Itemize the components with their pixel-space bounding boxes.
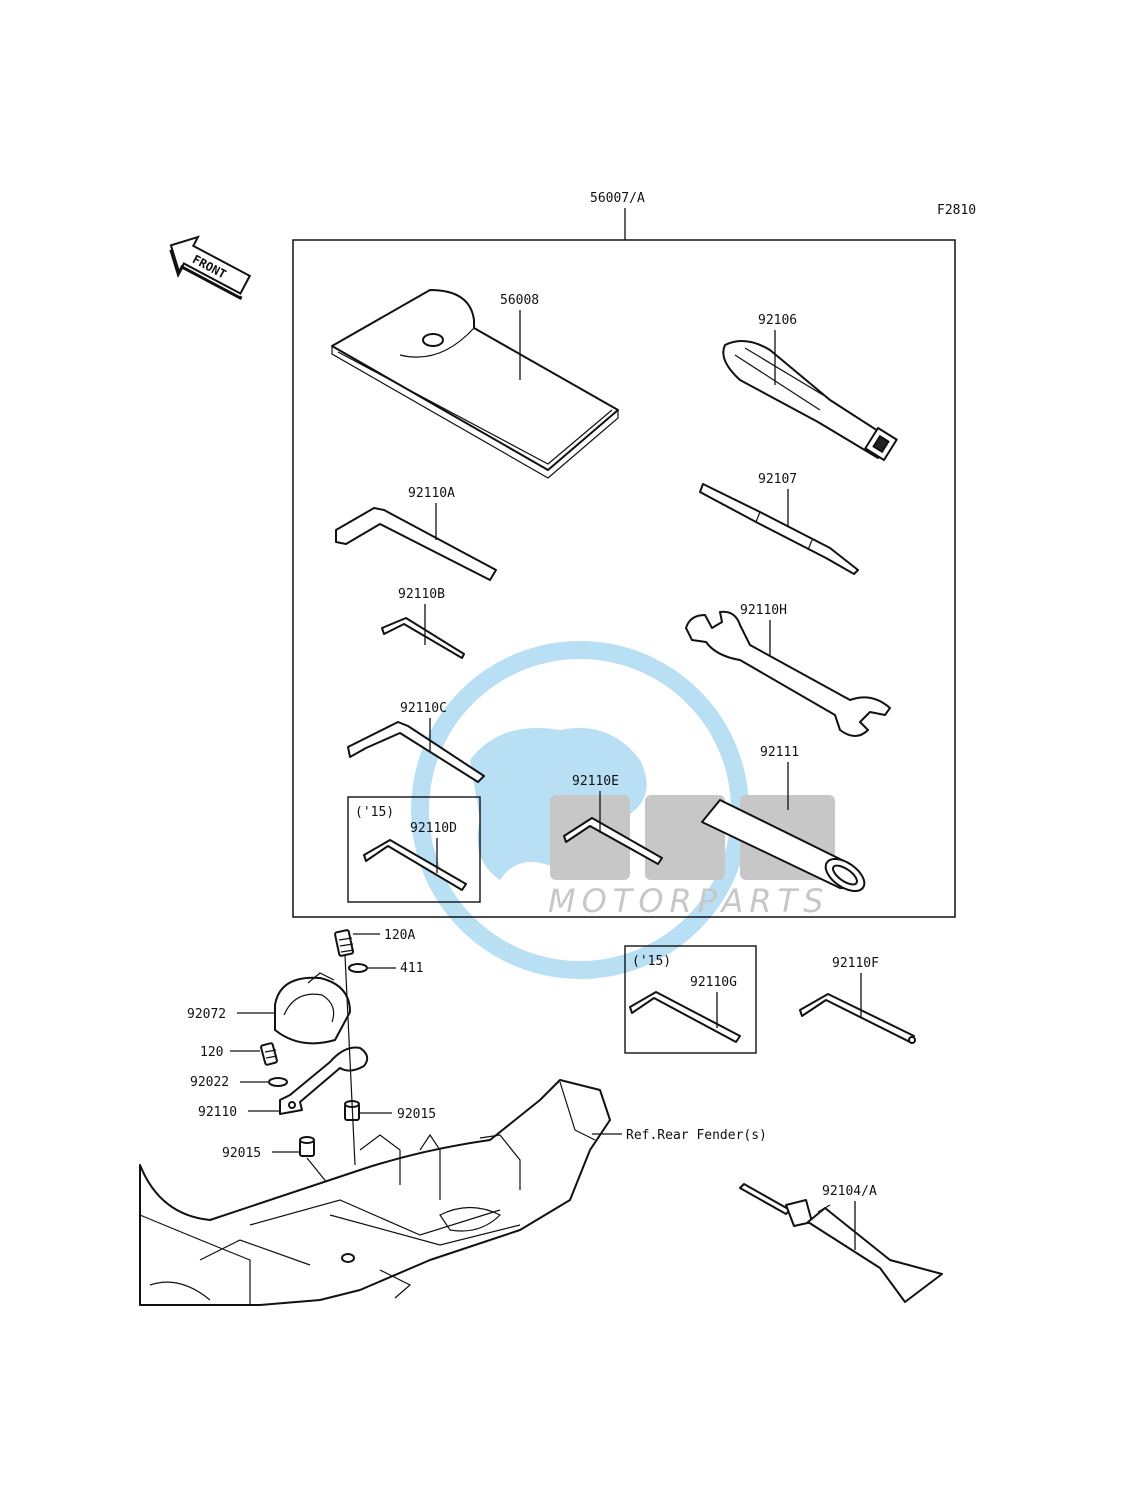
- tool-bag: [331, 289, 619, 479]
- collar-92015-left-icon: [299, 1136, 315, 1157]
- grease-tube: [739, 1183, 943, 1303]
- label-92072: 92072: [187, 1007, 226, 1022]
- figure-code: F2810: [937, 203, 976, 218]
- bolt-120-icon: [260, 1042, 278, 1066]
- variant-tag-1: ('15): [355, 805, 394, 820]
- label-92104A: 92104/A: [822, 1184, 877, 1199]
- label-92015-left: 92015: [222, 1146, 261, 1161]
- label-120: 120: [200, 1045, 223, 1060]
- label-120A: 120A: [384, 928, 415, 943]
- label-92110C: 92110C: [400, 701, 447, 716]
- label-92110H: 92110H: [740, 603, 787, 618]
- hex-wrench-f: [799, 993, 916, 1044]
- watermark: MOTORPARTS: [411, 641, 835, 979]
- washer-411-icon: [348, 963, 368, 973]
- label-92110F: 92110F: [832, 956, 879, 971]
- variant-box-2: [624, 945, 757, 1054]
- washer-92022-icon: [268, 1077, 288, 1087]
- open-end-wrench: [685, 610, 891, 737]
- label-92110E: 92110E: [572, 774, 619, 789]
- cover-cap: [274, 972, 351, 1045]
- hex-wrench-c: [347, 721, 485, 783]
- hex-wrench-a: [335, 507, 497, 581]
- label-92107: 92107: [758, 472, 797, 487]
- label-92022: 92022: [190, 1075, 229, 1090]
- screwdriver-bit: [699, 483, 859, 575]
- reference-label: Ref.Rear Fender(s): [626, 1128, 767, 1143]
- screwdriver-handle: [722, 340, 898, 462]
- hex-wrench-g: [629, 991, 741, 1043]
- watermark-sub-text: MOTORPARTS: [548, 882, 829, 920]
- label-92015-right: 92015: [397, 1107, 436, 1122]
- variant-box-1: [347, 796, 481, 903]
- rear-fender-assembly: [139, 1079, 611, 1306]
- hex-wrench-d: [363, 839, 467, 891]
- bracket-92110: [279, 1046, 369, 1115]
- kit-label: 56007/A: [590, 191, 645, 206]
- handle-extension: [701, 799, 866, 892]
- label-92106: 92106: [758, 313, 797, 328]
- hex-wrench-e: [563, 817, 663, 865]
- bolt-120a-icon: [334, 929, 355, 957]
- label-92110D: 92110D: [410, 821, 457, 836]
- label-56008: 56008: [500, 293, 539, 308]
- variant-tag-2: ('15): [632, 954, 671, 969]
- label-92110B: 92110B: [398, 587, 445, 602]
- front-arrow-icon: FRONT: [169, 235, 252, 301]
- label-411: 411: [400, 961, 423, 976]
- label-92110: 92110: [198, 1105, 237, 1120]
- label-92110G: 92110G: [690, 975, 737, 990]
- label-92111: 92111: [760, 745, 799, 760]
- label-92110A: 92110A: [408, 486, 455, 501]
- hex-wrench-b: [381, 617, 465, 659]
- tool-kit-box: [292, 239, 956, 918]
